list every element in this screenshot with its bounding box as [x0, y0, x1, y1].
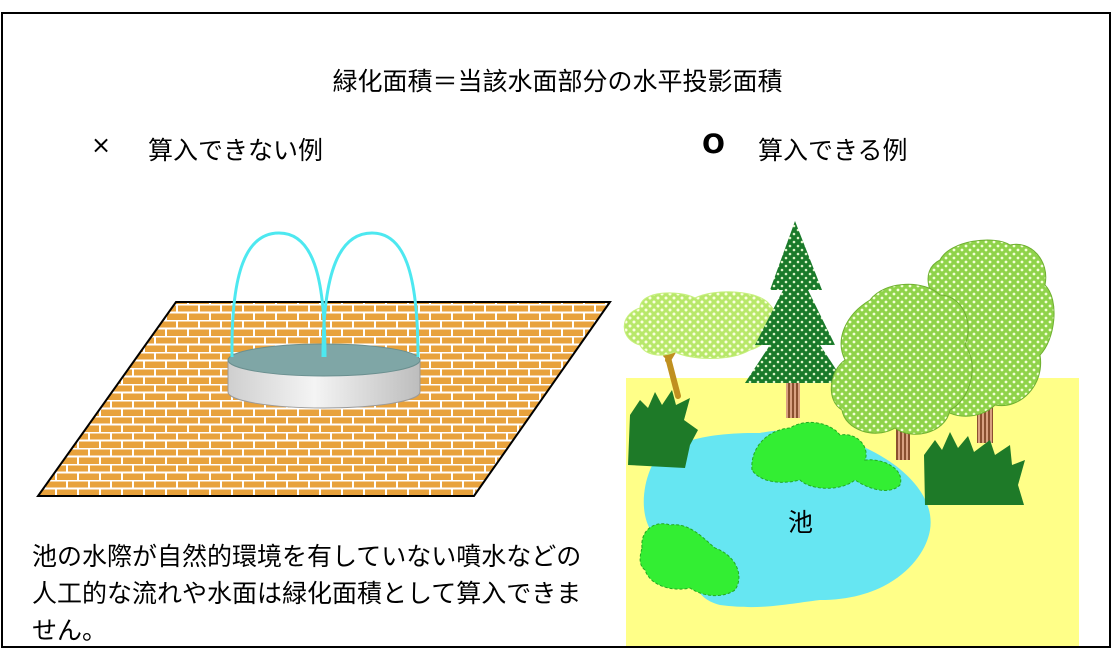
not-counted-label: 算入できない例 — [148, 136, 324, 165]
fountain-jets — [230, 231, 420, 358]
counted-label: 算入できる例 — [758, 136, 908, 165]
bright-bush-bottom — [639, 523, 740, 597]
diagram-title: 緑化面積＝当該水面部分の水平投影面積 — [332, 67, 783, 96]
bright-bush-center — [751, 421, 902, 491]
pale-tree — [623, 291, 777, 399]
broadleaf-tree-middle — [830, 283, 973, 460]
fountain-illustration — [36, 231, 612, 497]
dark-bush-right — [924, 432, 1025, 505]
caption-text: 池の水際が自然的環境を有していない噴水などの人工的な流れや水面は緑化面積として算… — [32, 542, 582, 645]
pond-label: 池 — [788, 508, 814, 537]
cross-icon: × — [91, 131, 112, 159]
circle-icon: O — [702, 129, 725, 160]
dark-bush-left — [628, 390, 698, 468]
pond-illustration — [623, 221, 1079, 646]
conifer-tree — [745, 221, 845, 418]
